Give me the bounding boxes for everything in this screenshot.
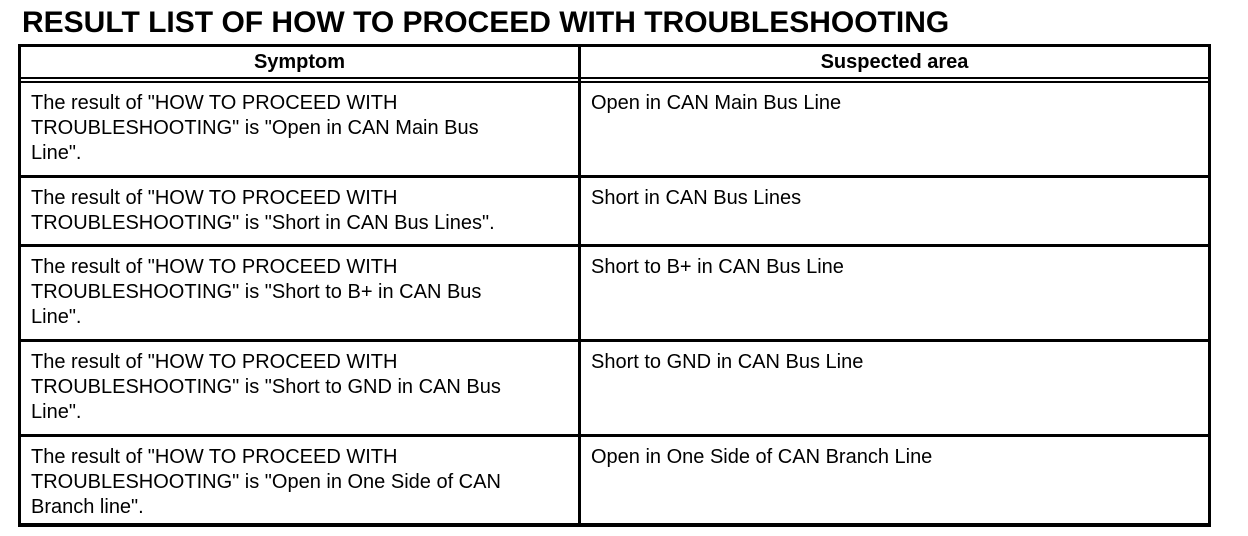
symptom-cell: The result of "HOW TO PROCEED WITH TROUB…	[21, 178, 581, 244]
symptom-cell: The result of "HOW TO PROCEED WITH TROUB…	[21, 342, 581, 434]
header-double-rule	[21, 77, 1208, 83]
column-header-suspected-area: Suspected area	[820, 51, 969, 73]
table-row: The result of "HOW TO PROCEED WITH TROUB…	[21, 434, 1208, 526]
table-row: The result of "HOW TO PROCEED WITH TROUB…	[21, 244, 1208, 339]
symptom-cell: The result of "HOW TO PROCEED WITH TROUB…	[21, 437, 581, 526]
page-title: RESULT LIST OF HOW TO PROCEED WITH TROUB…	[22, 6, 950, 39]
suspected-area-cell: Short to B+ in CAN Bus Line	[591, 256, 844, 278]
symptom-cell: The result of "HOW TO PROCEED WITH TROUB…	[21, 83, 581, 175]
suspected-area-cell: Short in CAN Bus Lines	[591, 187, 802, 209]
suspected-area-cell: Open in CAN Main Bus Line	[591, 92, 842, 114]
table-header-row: Symptom Suspected area	[21, 47, 1208, 77]
troubleshooting-result-table: Symptom Suspected area The result of "HO…	[18, 44, 1211, 527]
suspected-area-cell: Open in One Side of CAN Branch Line	[591, 446, 933, 468]
column-header-symptom: Symptom	[21, 47, 581, 77]
table-row: The result of "HOW TO PROCEED WITH TROUB…	[21, 339, 1208, 434]
suspected-area-cell: Short to GND in CAN Bus Line	[591, 351, 864, 373]
table-row: The result of "HOW TO PROCEED WITH TROUB…	[21, 175, 1208, 244]
table-row: The result of "HOW TO PROCEED WITH TROUB…	[21, 83, 1208, 175]
symptom-cell: The result of "HOW TO PROCEED WITH TROUB…	[21, 247, 581, 339]
